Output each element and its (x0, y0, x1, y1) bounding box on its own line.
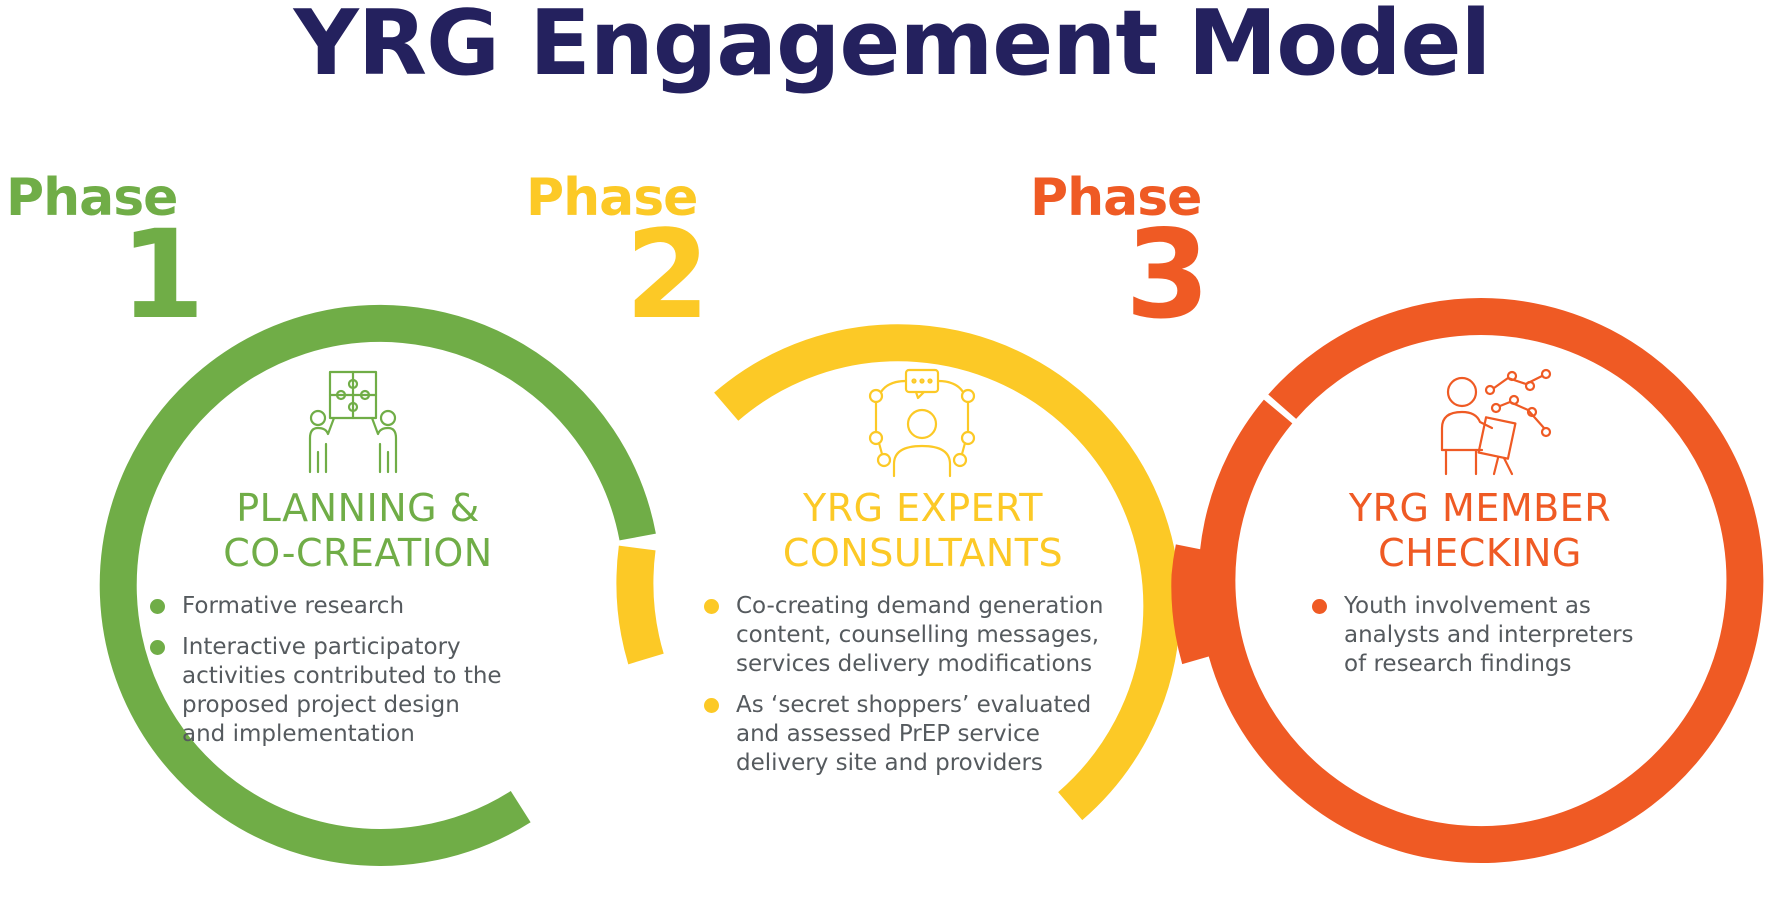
bullet-line: and assessed PrEP service (736, 721, 1040, 747)
phase-1-label: Phase (6, 168, 178, 228)
bullet-line: of research findings (1344, 651, 1572, 677)
phase-1-bullet-list: Formative research Interactive participa… (150, 592, 530, 761)
bullet-line: analysts and interpreters (1344, 622, 1634, 648)
heading-line: YRG EXPERT (803, 486, 1043, 530)
diagram-title: YRG Engagement Model (293, 0, 1492, 96)
list-item: Formative research (150, 592, 530, 621)
bullet-line: delivery site and providers (736, 750, 1043, 776)
phase-2-ring-overlap (616, 545, 664, 665)
bullet-dot (704, 698, 719, 713)
bullet-line: Formative research (182, 593, 405, 619)
bullet-dot (150, 640, 165, 655)
list-item: Youth involvement as analysts and interp… (1312, 592, 1692, 679)
bullet-dot (150, 599, 165, 614)
heading-line: CONSULTANTS (782, 531, 1064, 575)
phase-3-number: 3 (1125, 204, 1210, 346)
bullet-dot (704, 599, 719, 614)
heading-line: CHECKING (1378, 531, 1582, 575)
bullet-line: Youth involvement as (1344, 593, 1591, 619)
phase-3-ring (1198, 298, 1764, 863)
bullet-line: proposed project design (182, 692, 460, 718)
list-item: Interactive participatory activities con… (150, 633, 530, 749)
analyst-chart-icon (1440, 368, 1552, 476)
phase-1-heading: PLANNING & CO-CREATION (178, 486, 538, 576)
phase-2-bullet-list: Co-creating demand generation content, c… (704, 592, 1144, 790)
phase-2-label: Phase (526, 168, 698, 228)
heading-line: PLANNING & (236, 486, 480, 530)
phase-3-ring-overlap (1171, 544, 1218, 665)
phase-3-heading: YRG MEMBER CHECKING (1310, 486, 1650, 576)
consultant-network-icon (868, 368, 976, 478)
phase-2-number: 2 (625, 204, 710, 346)
bullet-line: As ‘secret shoppers’ evaluated (736, 692, 1092, 718)
heading-line: CO-CREATION (223, 531, 493, 575)
phase-2-heading: YRG EXPERT CONSULTANTS (738, 486, 1108, 576)
phase-3-label: Phase (1030, 168, 1202, 228)
list-item: Co-creating demand generation content, c… (704, 592, 1144, 679)
phase-1-number: 1 (120, 204, 205, 346)
puzzle-collaboration-icon (308, 370, 398, 474)
bullet-line: content, counselling messages, (736, 622, 1100, 648)
list-item: As ‘secret shoppers’ evaluated and asses… (704, 691, 1144, 778)
bullet-line: services delivery modifications (736, 651, 1093, 677)
phase-1-ring (99, 304, 656, 866)
heading-line: YRG MEMBER (1348, 486, 1612, 530)
bullet-line: activities contributed to the (182, 663, 502, 689)
phase-2-ring (714, 324, 1181, 821)
bullet-line: and implementation (182, 721, 415, 747)
bullet-dot (1312, 599, 1327, 614)
bullet-line: Co-creating demand generation (736, 593, 1104, 619)
bullet-line: Interactive participatory (182, 634, 461, 660)
phase-3-bullet-list: Youth involvement as analysts and interp… (1312, 592, 1692, 691)
